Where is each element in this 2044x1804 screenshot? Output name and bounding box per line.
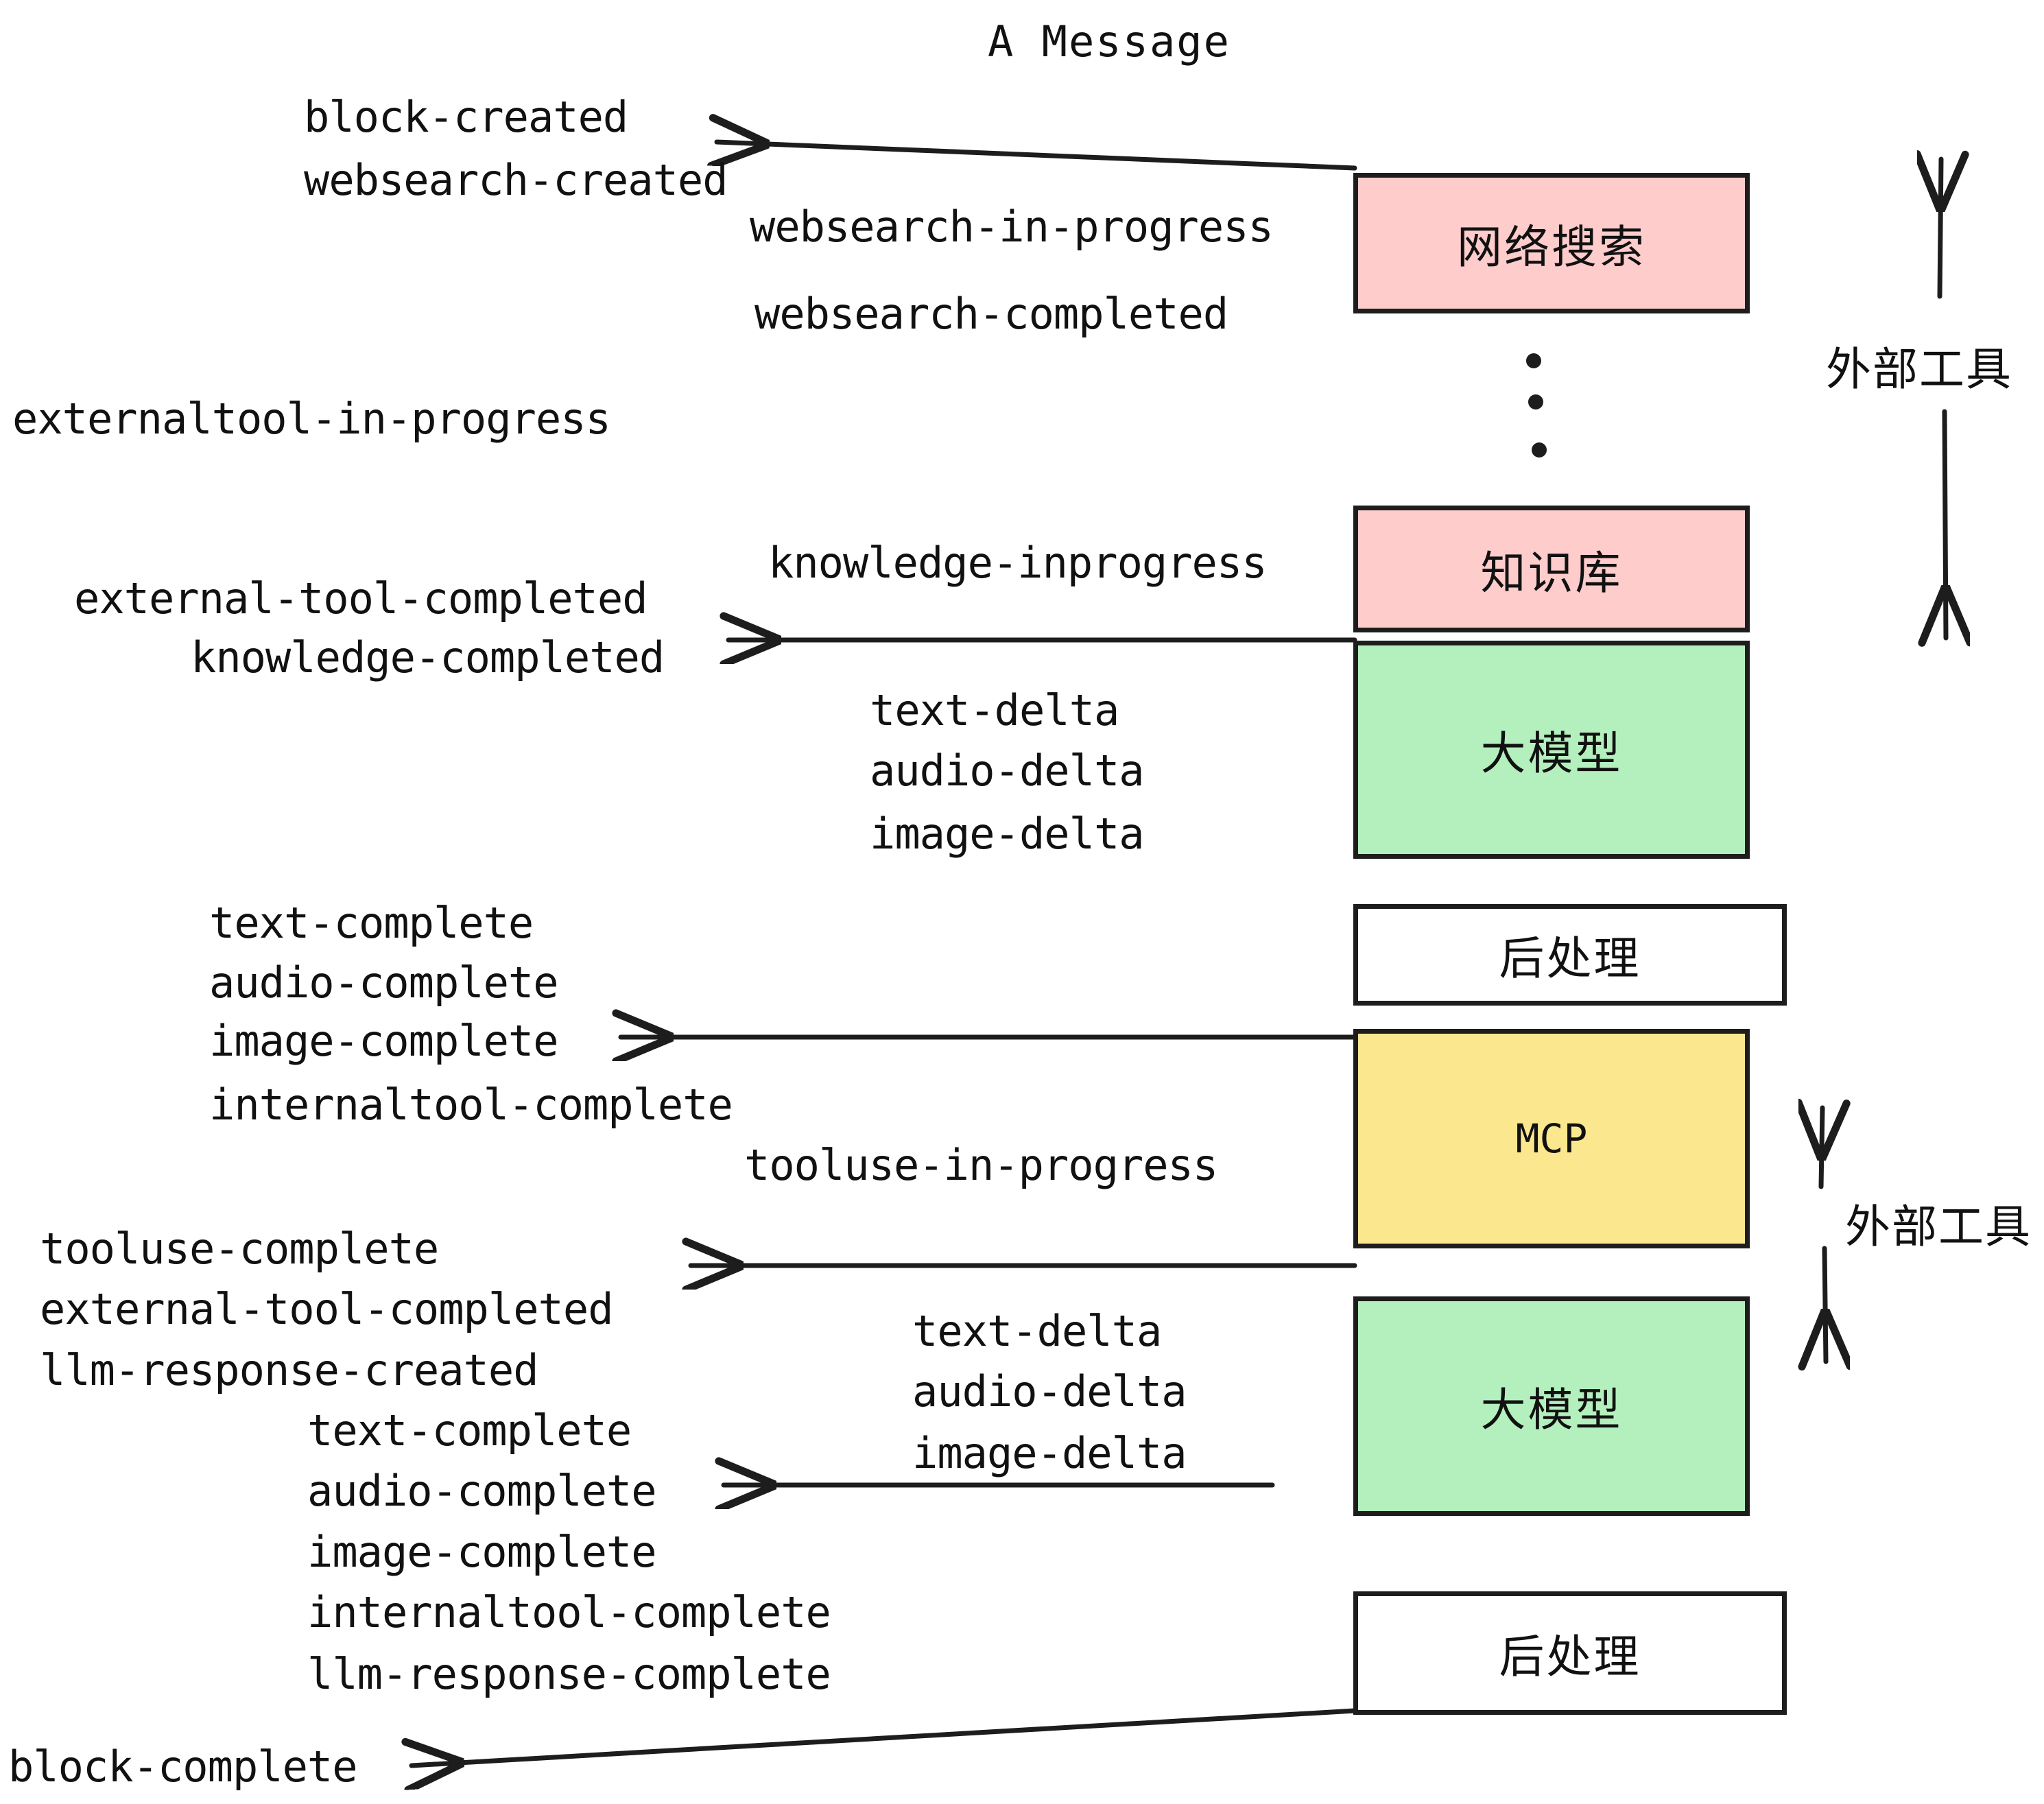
event-text-delta-1: text-delta bbox=[870, 685, 1119, 735]
event-llm-response-created: llm-response-created bbox=[40, 1345, 539, 1395]
event-knowledge-inprogress: knowledge-inprogress bbox=[768, 538, 1268, 588]
event-audio-complete-1: audio-complete bbox=[209, 958, 559, 1008]
box-postprocess-2-label: 后处理 bbox=[1499, 1630, 1641, 1683]
event-websearch-in-progress: websearch-in-progress bbox=[750, 202, 1274, 252]
box-mcp-label: MCP bbox=[1515, 1115, 1588, 1162]
event-block-complete: block-complete bbox=[8, 1742, 358, 1792]
arrow-postprocess2-to-block-complete bbox=[412, 1708, 1357, 1766]
box-postprocess-1[interactable]: 后处理 bbox=[1353, 904, 1787, 1006]
event-internaltool-complete-1: internaltool-complete bbox=[209, 1080, 733, 1130]
event-external-tool-completed-2: external-tool-completed bbox=[40, 1284, 614, 1334]
event-audio-complete-2: audio-complete bbox=[307, 1466, 657, 1516]
event-image-complete-1: image-complete bbox=[209, 1016, 559, 1066]
event-llm-response-complete: llm-response-complete bbox=[307, 1649, 831, 1699]
event-image-delta-2: image-delta bbox=[912, 1428, 1187, 1478]
box-postprocess-2[interactable]: 后处理 bbox=[1353, 1591, 1787, 1715]
event-tooluse-in-progress: tooluse-in-progress bbox=[744, 1140, 1218, 1190]
box-websearch[interactable]: 网络搜索 bbox=[1353, 173, 1750, 313]
event-external-tool-completed-1: external-tool-completed bbox=[74, 573, 648, 624]
arrow-external-tool-bottom-up bbox=[1821, 1108, 1822, 1189]
box-knowledge-label: 知识库 bbox=[1480, 546, 1623, 600]
arrow-external-tool-top-up bbox=[1940, 159, 1941, 299]
box-llm-2[interactable]: 大模型 bbox=[1353, 1296, 1750, 1516]
side-label-external-tool-bottom: 外部工具 bbox=[1845, 1190, 2032, 1256]
arrow-websearch-to-block-created bbox=[717, 142, 1357, 171]
side-label-external-tool-top: 外部工具 bbox=[1826, 333, 2012, 399]
event-text-complete-1: text-complete bbox=[209, 898, 534, 948]
vertical-ellipsis-dot-2 bbox=[1528, 394, 1543, 410]
vertical-ellipsis-dot-1 bbox=[1526, 353, 1541, 368]
event-internaltool-complete-2: internaltool-complete bbox=[307, 1587, 831, 1637]
side-label-external-tool-top-text: 外部工具 bbox=[1826, 343, 2012, 396]
event-websearch-completed: websearch-completed bbox=[754, 289, 1228, 339]
box-llm-1[interactable]: 大模型 bbox=[1353, 641, 1750, 859]
arrow-external-tool-top-down bbox=[1945, 409, 1946, 638]
event-websearch-created: websearch-created bbox=[304, 155, 728, 205]
event-audio-delta-2: audio-delta bbox=[912, 1366, 1187, 1416]
box-mcp[interactable]: MCP bbox=[1353, 1029, 1750, 1248]
event-knowledge-completed: knowledge-completed bbox=[191, 632, 665, 683]
page-title: A Message bbox=[988, 16, 1231, 67]
side-label-external-tool-bottom-text: 外部工具 bbox=[1845, 1200, 2032, 1253]
event-image-delta-1: image-delta bbox=[870, 809, 1145, 859]
event-text-complete-2: text-complete bbox=[307, 1405, 632, 1456]
event-externaltool-in-progress: externaltool-in-progress bbox=[12, 394, 611, 444]
box-knowledge[interactable]: 知识库 bbox=[1353, 506, 1750, 632]
box-postprocess-1-label: 后处理 bbox=[1499, 932, 1641, 985]
box-llm-2-label: 大模型 bbox=[1480, 1384, 1623, 1436]
vertical-ellipsis-dot-3 bbox=[1532, 442, 1547, 458]
box-websearch-label: 网络搜索 bbox=[1457, 220, 1646, 274]
event-text-delta-2: text-delta bbox=[912, 1306, 1162, 1356]
arrow-external-tool-bottom-down bbox=[1825, 1246, 1826, 1362]
event-audio-delta-1: audio-delta bbox=[870, 746, 1145, 796]
box-llm-1-label: 大模型 bbox=[1480, 727, 1623, 780]
event-tooluse-complete: tooluse-complete bbox=[40, 1224, 439, 1274]
event-block-created: block-created bbox=[304, 92, 628, 142]
event-image-complete-2: image-complete bbox=[307, 1527, 657, 1577]
